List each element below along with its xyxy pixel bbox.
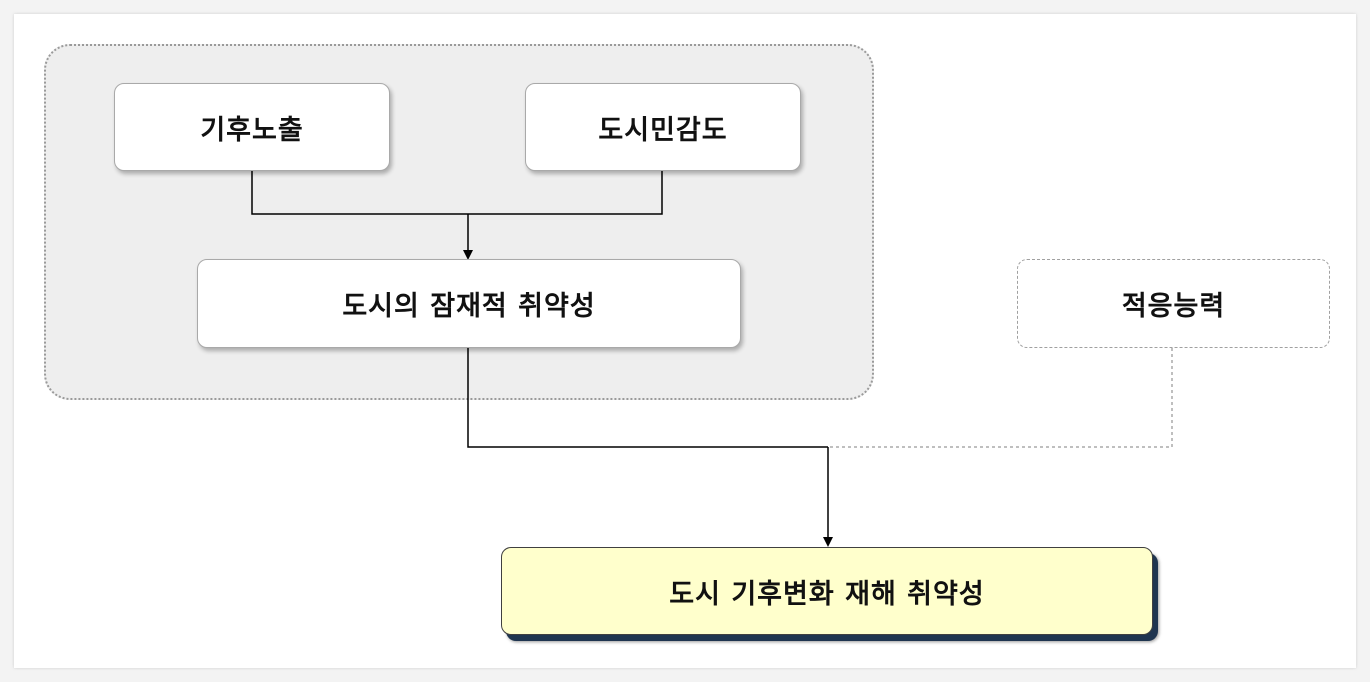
node-climate-exposure-label: 기후노출 [200,114,304,146]
node-final-vulnerability-label: 도시 기후변화 재해 취약성 [669,578,985,610]
edge-exposure-merge [251,170,663,215]
edge-adaptive-dashed [828,348,1173,448]
node-climate-exposure: 기후노출 [114,83,390,171]
node-adaptive-capacity-label: 적응능력 [1121,291,1226,322]
node-final-vulnerability: 도시 기후변화 재해 취약성 [501,547,1153,635]
node-urban-sensitivity-label: 도시민감도 [598,114,728,146]
node-potential-vulnerability-label: 도시의 잠재적 취약성 [342,291,596,322]
node-adaptive-capacity: 적응능력 [1017,259,1330,348]
edge-potential-to-final [467,347,828,448]
node-potential-vulnerability: 도시의 잠재적 취약성 [197,259,741,348]
node-urban-sensitivity: 도시민감도 [525,83,801,171]
